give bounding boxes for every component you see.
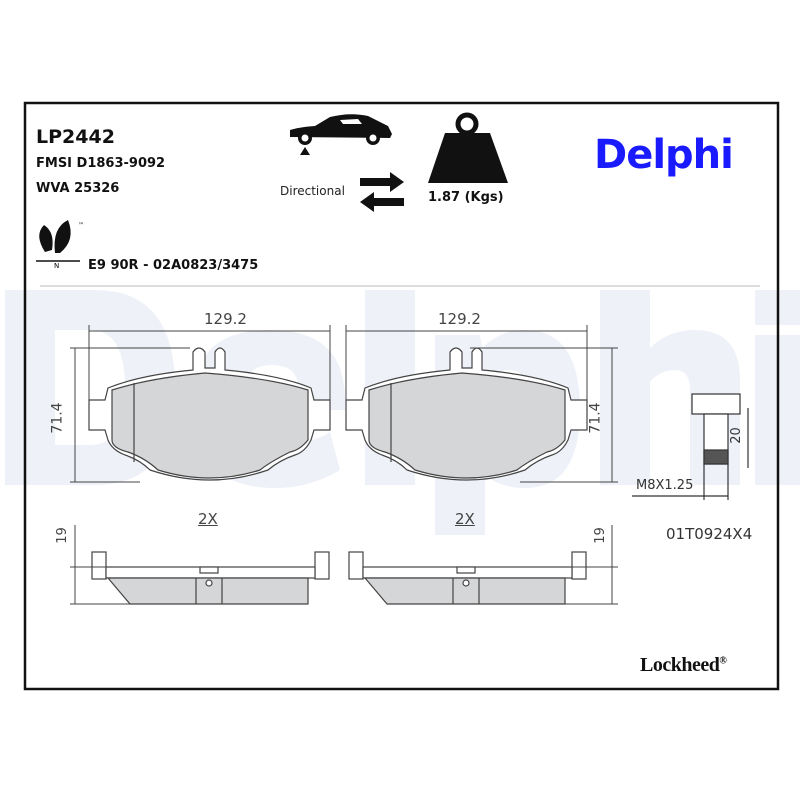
directional-label: Directional (280, 184, 345, 198)
registered-mark: ® (719, 655, 727, 667)
frame (23, 101, 780, 691)
eco-mark-tm: ™ (78, 222, 84, 229)
lockheed-logo: Lockheed® (640, 654, 727, 677)
bolt-kit-code: 01T0924X4 (666, 525, 753, 543)
pad-side-view-left (91, 551, 330, 605)
eco-leaf-icon (36, 220, 80, 262)
height-dimension-left: 71.4 (49, 402, 66, 434)
bolt-length: 20 (728, 427, 744, 444)
quantity-right: 2X (455, 510, 475, 528)
approval-code: E9 90R - 02A0823/3475 (88, 258, 259, 273)
weight-value: 1.87 (Kgs) (428, 190, 504, 205)
brand-logo: Delphi (594, 132, 734, 178)
width-dimension-right: 129.2 (438, 310, 481, 328)
quantity-left: 2X (198, 510, 218, 528)
height-dimension-right: 71.4 (587, 402, 604, 434)
bolt-thread: M8X1.25 (636, 478, 694, 493)
car-icon (290, 114, 392, 155)
bolt-drawing (632, 393, 749, 500)
dimension-lines (70, 325, 618, 605)
pad-front-view-left (88, 347, 331, 481)
part-number: LP2442 (36, 126, 115, 148)
width-dimension-left: 129.2 (204, 310, 247, 328)
lockheed-text: Lockheed (640, 654, 720, 676)
thickness-dimension-right: 19 (592, 527, 608, 544)
weight-icon (428, 112, 508, 183)
fmsi-code: FMSI D1863-9092 (36, 156, 166, 171)
thickness-dimension-left: 19 (54, 527, 70, 544)
wva-code: WVA 25326 (36, 181, 120, 196)
pad-side-view-right (348, 551, 587, 605)
eco-mark-letter: N (54, 262, 60, 270)
directional-arrows-icon (360, 172, 404, 212)
